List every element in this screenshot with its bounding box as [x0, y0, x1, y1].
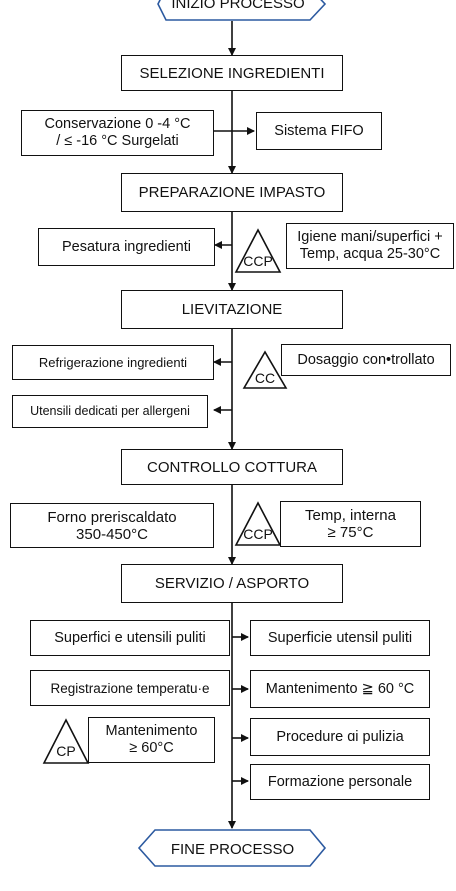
temp-interna-box: Temp, interna ≥ 75°C	[280, 501, 421, 547]
step-label: SELEZIONE INGREDIENTI	[139, 64, 325, 82]
mantenimento-left-box: Mantenimento ≥ 60°C	[88, 717, 215, 763]
fifo-label: Sistema FIFO	[274, 122, 364, 139]
mantenimento-right-label: Mantenimento ≧ 60 °C	[265, 680, 415, 697]
step-servizio-asporto: SERVIZIO / ASPORTO	[121, 564, 343, 603]
cp-triangle	[42, 718, 90, 764]
start-label: INIZIO PROCESSO	[171, 0, 305, 12]
utensili-allergeni-box: Utensili dedicati per allergeni	[12, 395, 208, 428]
formazione-label: Formazione personale	[267, 773, 413, 790]
registrazione-label: Registrazione temperatu·e	[50, 680, 210, 696]
step-lievitazione: LIEVITAZIONE	[121, 290, 343, 329]
dosaggio-box: Dosaggio con•trollato	[281, 344, 451, 376]
superfici-utensili-box: Superfici e utensili puliti	[30, 620, 230, 656]
step-label: CONTROLLO COTTURA	[146, 458, 317, 476]
ccp-triangle	[234, 228, 282, 273]
cc-tag: CC	[254, 370, 276, 386]
registrazione-box: Registrazione temperatu·e	[30, 670, 230, 706]
igiene-box: Igiene mani/superfici + Temp, acqua 25-3…	[286, 223, 454, 269]
superficie-right-box: Superficie utensil puliti	[250, 620, 430, 656]
start-terminator	[157, 0, 327, 21]
superfici-left-label: Superfici e utensili puliti	[54, 629, 206, 646]
ccp-tag: CCP	[243, 526, 273, 542]
cp-tag: CP	[56, 743, 76, 759]
formazione-box: Formazione personale	[250, 764, 430, 800]
procedure-label: Procedure ɑi pulizia	[276, 728, 404, 745]
fifo-box: Sistema FIFO	[256, 112, 382, 150]
forno-box: Forno preriscaldato 350-450°C	[10, 503, 214, 548]
step-label: SERVIZIO / ASPORTO	[154, 575, 310, 592]
conservazione-box: Conservazione 0 -4 °C / ≤ -16 °C Surgela…	[21, 110, 214, 156]
step-preparazione-impasto: PREPARAZIONE IMPASTO	[121, 173, 343, 212]
cc-triangle	[242, 350, 288, 389]
dosaggio-label: Dosaggio con•trollato	[297, 351, 435, 368]
end-label: FINE PROCESSO	[170, 840, 295, 858]
utensili-label: Utensili dedicati per allergeni	[30, 404, 190, 418]
forno-label: Forno preriscaldato 350-450°C	[47, 508, 177, 543]
step-label: PREPARAZIONE IMPASTO	[138, 184, 326, 201]
conservazione-label: Conservazione 0 -4 °C / ≤ -16 °C Surgela…	[44, 116, 191, 149]
refrigerazione-label: Refrigerazione ingredienti	[38, 355, 188, 370]
step-controllo-cottura: CONTROLLO COTTURA	[121, 449, 343, 485]
step-selezione-ingredienti: SELEZIONE INGREDIENTI	[121, 55, 343, 91]
ccp-triangle	[234, 501, 282, 546]
mantenimento-right-box: Mantenimento ≧ 60 °C	[250, 670, 430, 708]
superficie-right-label: Superficie utensil puliti	[267, 629, 413, 646]
ccp-tag: CCP	[243, 253, 273, 269]
step-label: LIEVITAZIONE	[181, 301, 283, 318]
end-terminator	[137, 829, 327, 867]
temp-interna-label: Temp, interna ≥ 75°C	[305, 507, 396, 541]
mantenimento-left-label: Mantenimento ≥ 60°C	[105, 723, 198, 756]
procedure-pulizia-box: Procedure ɑi pulizia	[250, 718, 430, 756]
refrigerazione-box: Refrigerazione ingredienti	[12, 345, 214, 380]
igiene-label: Igiene mani/superfici + Temp, acqua 25-3…	[297, 229, 443, 262]
pesatura-box: Pesatura ingredienti	[38, 228, 215, 266]
pesatura-label: Pesatura ingredienti	[62, 238, 191, 255]
